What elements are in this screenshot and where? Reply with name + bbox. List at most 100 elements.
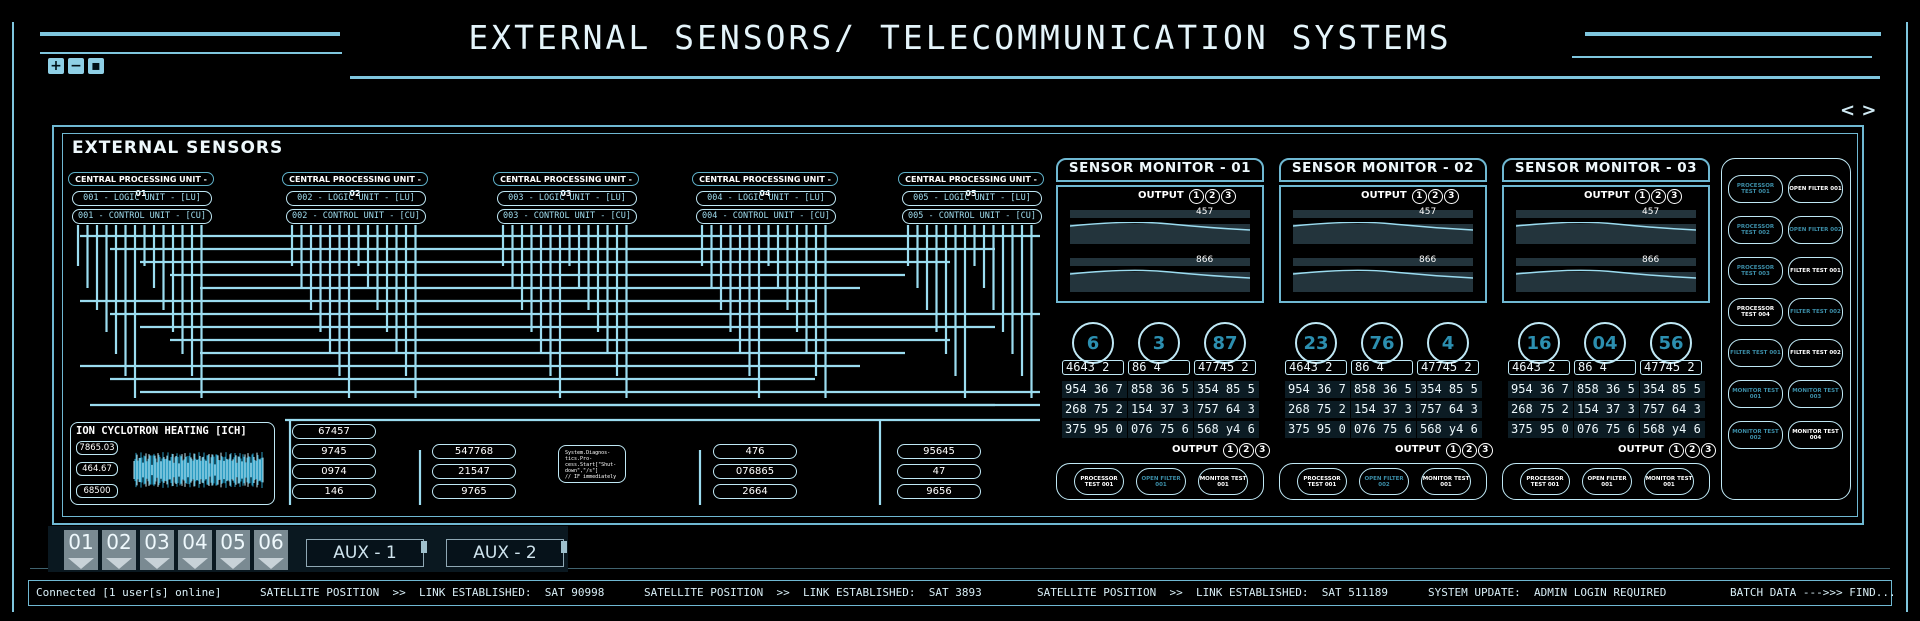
- side-button-panel: [1721, 158, 1851, 500]
- ion-cyclotron-title: ION CYCLOTRON HEATING [ICH]: [76, 425, 247, 437]
- logic-unit-3[interactable]: 003 - LOGIC UNIT - [LU]: [497, 191, 637, 206]
- control-unit-1[interactable]: 001 - CONTROL UNIT - [CU]: [72, 209, 212, 224]
- side-test-button[interactable]: PROCESSOR TEST 002: [1728, 216, 1783, 244]
- output-option-1[interactable]: 1: [1222, 443, 1238, 458]
- monitor-title-1: SENSOR MONITOR - 01: [1068, 160, 1252, 176]
- number-tab-02[interactable]: 02: [102, 530, 136, 570]
- control-unit-3[interactable]: 003 - CONTROL UNIT - [CU]: [497, 209, 637, 224]
- logic-unit-4[interactable]: 004 - LOGIC UNIT - [LU]: [696, 191, 836, 206]
- side-test-button[interactable]: OPEN FILTER 001: [1788, 175, 1843, 203]
- output-option-3[interactable]: 3: [1254, 443, 1270, 458]
- frame-top-left-2: [40, 52, 342, 54]
- side-test-button[interactable]: PROCESSOR TEST 004: [1728, 298, 1783, 326]
- tab-label: 02: [106, 530, 132, 554]
- test-button[interactable]: PROCESSOR TEST 001: [1520, 468, 1570, 495]
- ion-waveform: [133, 452, 264, 488]
- graph-area: [1516, 272, 1696, 292]
- monitor-title-3: SENSOR MONITOR - 03: [1514, 160, 1698, 176]
- output-option-3[interactable]: 3: [1700, 443, 1716, 458]
- data-cell: 568 y4 6: [1640, 421, 1705, 438]
- big-counter: 76: [1361, 322, 1403, 364]
- number-tab-03[interactable]: 03: [140, 530, 174, 570]
- number-tab-01[interactable]: 01: [64, 530, 98, 570]
- output-option-2[interactable]: 2: [1461, 443, 1477, 458]
- logic-unit-1[interactable]: 001 - LOGIC UNIT - [LU]: [72, 191, 212, 206]
- plus-icon[interactable]: +: [48, 58, 64, 74]
- test-button-group: [1056, 463, 1264, 500]
- side-test-button[interactable]: FILTER TEST 001: [1728, 339, 1783, 367]
- chevron-down-icon: [258, 558, 284, 569]
- minus-icon[interactable]: −: [68, 58, 84, 74]
- number-tab-06[interactable]: 06: [254, 530, 288, 570]
- monitor-body-3: [1502, 185, 1710, 303]
- number-tab-04[interactable]: 04: [178, 530, 212, 570]
- cpu-label-1: CENTRAL PROCESSING UNIT - 01: [68, 172, 214, 198]
- logic-unit-5[interactable]: 005 - LOGIC UNIT - [LU]: [902, 191, 1042, 206]
- output-option-2[interactable]: 2: [1204, 189, 1220, 204]
- output-option-3[interactable]: 3: [1443, 189, 1459, 204]
- status-connected: Connected [1 user[s] online]: [36, 586, 222, 599]
- output-option-1[interactable]: 1: [1445, 443, 1461, 458]
- output-option-3[interactable]: 3: [1220, 189, 1236, 204]
- side-test-button[interactable]: PROCESSOR TEST 003: [1728, 257, 1783, 285]
- aux-2-button[interactable]: AUX - 2: [446, 539, 564, 567]
- output-option-3[interactable]: 3: [1477, 443, 1493, 458]
- test-button[interactable]: PROCESSOR TEST 001: [1074, 468, 1124, 495]
- test-button[interactable]: MONITOR TEST 001: [1644, 468, 1694, 495]
- nav-arrows-icon[interactable]: < >: [1840, 100, 1877, 121]
- output-option-1[interactable]: 1: [1668, 443, 1684, 458]
- test-button[interactable]: PROCESSOR TEST 001: [1297, 468, 1347, 495]
- output-option-1[interactable]: 1: [1188, 189, 1204, 204]
- graph-header-bar: [1070, 258, 1250, 266]
- ion-cyclotron-panel: [70, 422, 275, 505]
- data-cell: 154 37 3: [1574, 401, 1639, 418]
- ion-value-3: 68500: [76, 484, 118, 498]
- logic-unit-2[interactable]: 002 - LOGIC UNIT - [LU]: [286, 191, 426, 206]
- test-button[interactable]: MONITOR TEST 001: [1421, 468, 1471, 495]
- cpu-label-4: CENTRAL PROCESSING UNIT - 04: [692, 172, 838, 198]
- side-test-button[interactable]: MONITOR TEST 001: [1728, 380, 1783, 408]
- frame-bottom-rule: [30, 568, 1890, 569]
- monitor-body-1: [1056, 185, 1264, 303]
- graph-readout: 866: [1419, 255, 1437, 265]
- output-option-2[interactable]: 2: [1238, 443, 1254, 458]
- save-icon[interactable]: ▪: [88, 58, 104, 74]
- output-label: OUTPUT: [1138, 190, 1184, 201]
- side-test-button[interactable]: MONITOR TEST 003: [1788, 380, 1843, 408]
- output-option-2[interactable]: 2: [1650, 189, 1666, 204]
- aux-1-button[interactable]: AUX - 1: [306, 539, 424, 567]
- data-cell: 354 85 5: [1194, 381, 1259, 398]
- side-test-button[interactable]: FILTER TEST 002: [1788, 298, 1843, 326]
- row-head-cell: 47745 2: [1194, 360, 1256, 375]
- output-option-2[interactable]: 2: [1427, 189, 1443, 204]
- output-option-2[interactable]: 2: [1684, 443, 1700, 458]
- status-batch[interactable]: BATCH DATA --->>> FIND...: [1730, 586, 1896, 599]
- control-unit-5[interactable]: 005 - CONTROL UNIT - [CU]: [902, 209, 1042, 224]
- graph-header-bar: [1070, 210, 1250, 218]
- value-pill: 076865: [713, 464, 797, 479]
- number-tab-05[interactable]: 05: [216, 530, 250, 570]
- test-button[interactable]: OPEN FILTER 001: [1136, 468, 1186, 495]
- side-test-button[interactable]: PROCESSOR TEST 001: [1728, 175, 1783, 203]
- control-unit-4[interactable]: 004 - CONTROL UNIT - [CU]: [696, 209, 836, 224]
- side-test-button[interactable]: MONITOR TEST 002: [1728, 421, 1783, 449]
- data-cell: 268 75 2: [1062, 401, 1127, 418]
- data-cell: 154 37 3: [1128, 401, 1193, 418]
- test-button[interactable]: MONITOR TEST 001: [1198, 468, 1248, 495]
- side-test-button[interactable]: FILTER TEST 002: [1788, 339, 1843, 367]
- side-test-button[interactable]: FILTER TEST 001: [1788, 257, 1843, 285]
- output-option-1[interactable]: 1: [1634, 189, 1650, 204]
- status-update: SYSTEM UPDATE: ADMIN LOGIN REQUIRED: [1428, 586, 1667, 599]
- monitor-header-3: [1502, 158, 1710, 182]
- output-option-3[interactable]: 3: [1666, 189, 1682, 204]
- output-option-1[interactable]: 1: [1411, 189, 1427, 204]
- output-label: OUTPUT: [1395, 444, 1441, 455]
- side-test-button[interactable]: OPEN FILTER 002: [1788, 216, 1843, 244]
- row-head-cell: 86 4: [1351, 360, 1413, 375]
- test-button[interactable]: OPEN FILTER 001: [1582, 468, 1632, 495]
- control-unit-2[interactable]: 002 - CONTROL UNIT - [CU]: [286, 209, 426, 224]
- side-test-button[interactable]: MONITOR TEST 004: [1788, 421, 1843, 449]
- test-button[interactable]: OPEN FILTER 002: [1359, 468, 1409, 495]
